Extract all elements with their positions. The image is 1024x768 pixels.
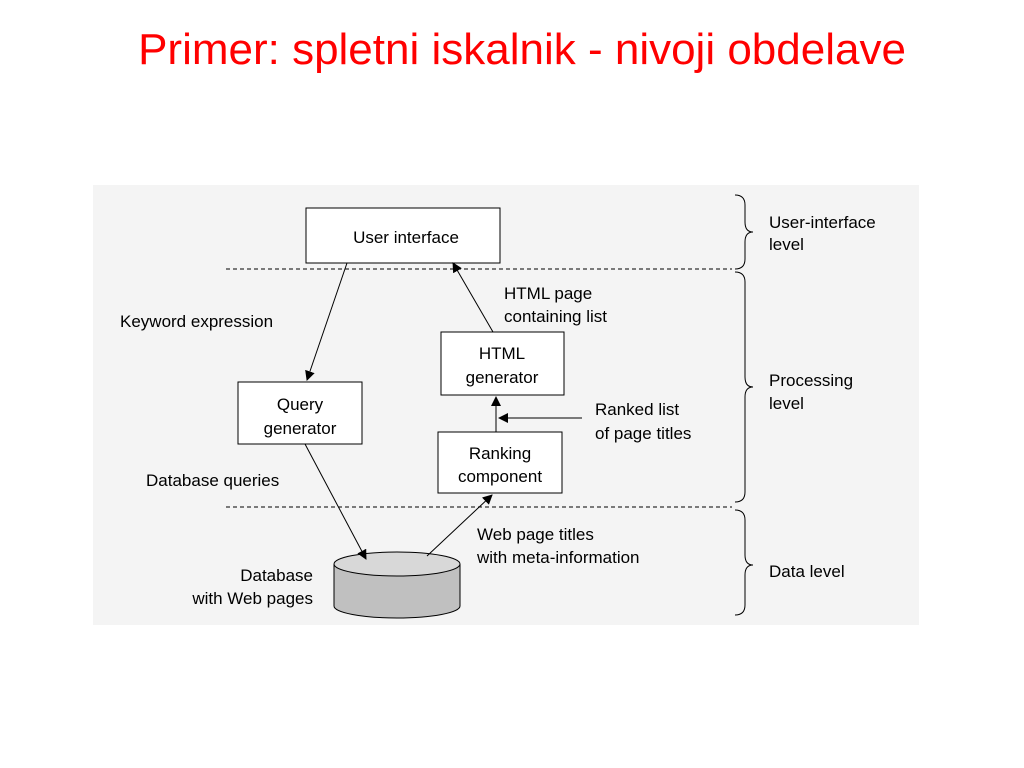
- user-interface-box: [305, 207, 501, 264]
- ranked-list-label-2: of page titles: [595, 424, 691, 443]
- diagram-background: [93, 185, 919, 625]
- brace-user-interface-level: [734, 194, 754, 270]
- web-page-titles-label-1: Web page titles: [477, 525, 594, 544]
- arrow-query-to-database: [304, 443, 367, 560]
- keyword-expression-label: Keyword expression: [120, 312, 273, 331]
- database-cylinder: [333, 551, 461, 619]
- html-generator-label-2: generator: [466, 368, 539, 387]
- arrow-ui-to-query: [305, 262, 348, 381]
- brace-processing-level: [734, 271, 754, 503]
- html-generator-label-1: HTML: [479, 344, 525, 363]
- level-label-user-interface-2: level: [769, 235, 804, 254]
- level-label-user-interface-1: User-interface: [769, 213, 876, 232]
- user-interface-label: User interface: [353, 228, 459, 247]
- query-generator-box: [237, 381, 363, 445]
- level-label-data: Data level: [769, 562, 845, 581]
- level-label-processing-1: Processing: [769, 371, 853, 390]
- database-label-2: with Web pages: [191, 589, 313, 608]
- query-generator-label-1: Query: [277, 395, 324, 414]
- ranking-component-box: [437, 431, 563, 494]
- web-page-titles-label-2: with meta-information: [476, 548, 640, 567]
- ranking-component-label-1: Ranking: [469, 444, 531, 463]
- html-generator-box: [440, 331, 565, 396]
- query-generator-label-2: generator: [264, 419, 337, 438]
- database-queries-label: Database queries: [146, 471, 279, 490]
- arrow-html-generator-to-ui: [452, 262, 494, 333]
- ranked-list-label-1: Ranked list: [595, 400, 679, 419]
- arrow-database-to-ranking: [426, 494, 493, 557]
- brace-data-level: [734, 509, 754, 616]
- slide-title: Primer: spletni iskalnik - nivoji obdela…: [138, 25, 906, 74]
- ranking-component-label-2: component: [458, 467, 542, 486]
- html-page-label-1: HTML page: [504, 284, 592, 303]
- database-label-1: Database: [240, 566, 313, 585]
- html-page-label-2: containing list: [504, 307, 607, 326]
- level-label-processing-2: level: [769, 394, 804, 413]
